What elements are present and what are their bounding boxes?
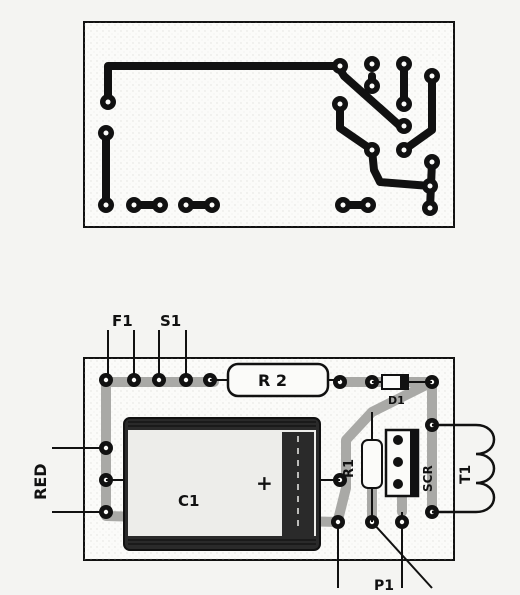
label-r1: R1 — [342, 459, 357, 478]
external-leads — [52, 330, 433, 589]
resistor-r1 — [361, 412, 383, 522]
diode-d1 — [372, 374, 432, 390]
copper-pad-holes — [103, 61, 435, 211]
label-s1: S1 — [160, 312, 181, 330]
label-t1: T1 — [458, 465, 474, 484]
label-p1: P1 — [374, 578, 394, 594]
label-red: RED — [31, 463, 50, 500]
label-f1: F1 — [112, 312, 133, 330]
transformer-t1 — [432, 423, 496, 514]
label-plus: + — [256, 471, 273, 495]
resistor-r2 — [210, 362, 340, 398]
capacitor-c1 — [106, 417, 340, 551]
scr-device — [384, 428, 420, 498]
component-side-panel — [52, 330, 496, 589]
label-r2: R 2 — [258, 371, 287, 390]
label-c1: C1 — [178, 492, 199, 510]
label-scr: SCR — [421, 465, 435, 492]
copper-side-panel — [83, 21, 455, 228]
label-d1: D1 — [388, 394, 405, 407]
